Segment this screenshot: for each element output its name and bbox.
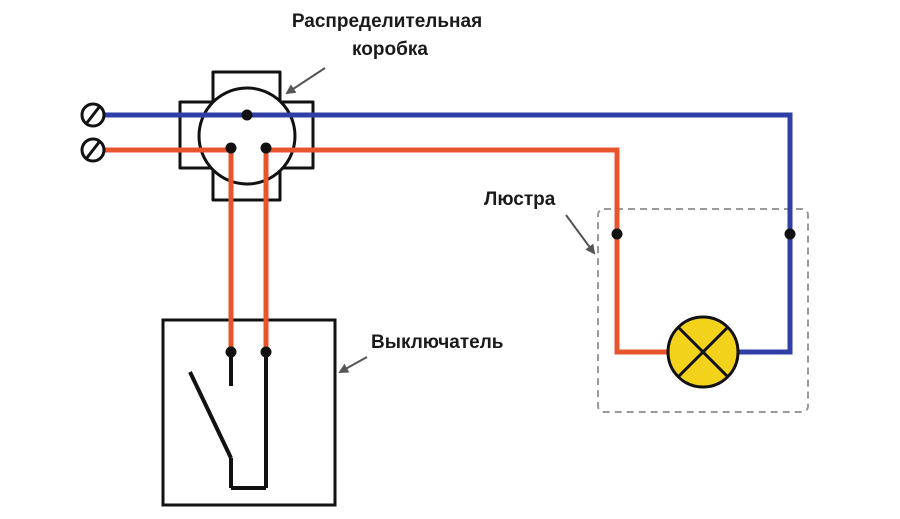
connection-dot xyxy=(260,346,272,358)
connection-dot xyxy=(225,346,237,358)
terminal-screw-icon xyxy=(80,102,106,128)
chandelier-boundary xyxy=(597,208,809,413)
connection-dot xyxy=(611,228,623,240)
switch-label: Выключатель xyxy=(371,332,503,353)
junction-box-label-line2: коробка xyxy=(352,39,428,60)
chandelier-label: Люстра xyxy=(484,189,556,210)
connection-dot xyxy=(225,142,237,154)
pointer-arrow-icon xyxy=(565,214,596,255)
switch-contact-icon xyxy=(188,352,268,490)
junction-box xyxy=(178,70,315,202)
connection-dots xyxy=(225,109,796,358)
terminal-screw-icon xyxy=(80,137,106,163)
pointer-arrow-icon xyxy=(338,356,368,373)
switch-box xyxy=(161,318,337,507)
lamp-cross-icon xyxy=(666,315,740,389)
pointer-arrow-icon xyxy=(285,67,326,95)
connection-dot xyxy=(784,228,796,240)
switched-wire-to-lamp xyxy=(266,147,668,355)
connection-dot xyxy=(241,109,253,121)
junction-box-label-line1: Распределительная xyxy=(292,11,482,32)
connection-dot xyxy=(260,142,272,154)
